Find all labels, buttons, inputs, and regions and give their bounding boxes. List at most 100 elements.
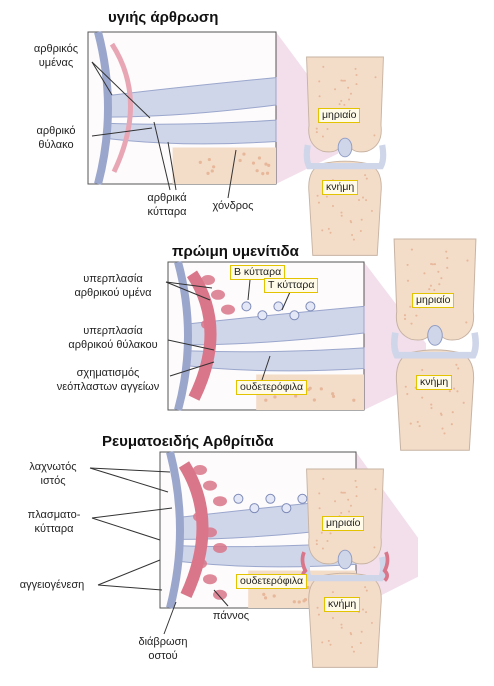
- bone-speckle: [351, 234, 353, 236]
- bone-speckle: [327, 540, 329, 542]
- bone-speckle: [430, 285, 432, 287]
- bone-speckle: [441, 427, 443, 429]
- bone-speckle: [404, 314, 406, 316]
- bone-speckle: [316, 128, 318, 130]
- bone-speckle: [319, 507, 321, 509]
- bone-speckle: [321, 641, 323, 643]
- bone-speckle: [466, 260, 468, 262]
- bone-speckle: [421, 397, 423, 399]
- bone-speckle: [239, 159, 242, 162]
- bone-speckle: [258, 156, 261, 159]
- bone-speckle: [340, 624, 342, 626]
- immune-cell: [282, 504, 291, 513]
- label-synovium-hyperplasia: υπερπλασία αρθρικού υμένα: [60, 272, 166, 300]
- immune-cell: [242, 302, 251, 311]
- bone-speckle: [317, 607, 319, 609]
- bone-speckle: [407, 280, 409, 282]
- label-capsule-hyperplasia: υπερπλασία αρθρικού θύλακου: [58, 324, 168, 352]
- bone-speckle: [355, 68, 357, 70]
- bone-speckle: [419, 425, 421, 427]
- bone-speckle: [334, 88, 336, 90]
- immune-cell: [250, 504, 259, 513]
- bone-speckle: [463, 402, 465, 404]
- bone-speckle: [316, 540, 318, 542]
- bone-speckle: [340, 212, 342, 214]
- immune-cell: [298, 494, 307, 503]
- bone-speckle: [371, 622, 373, 624]
- tibia-bone: [396, 350, 473, 450]
- bone-speckle: [404, 318, 406, 320]
- bone-speckle: [350, 221, 352, 223]
- bone-speckle: [252, 162, 255, 165]
- bone-speckle: [341, 627, 343, 629]
- label-tibia: κνήμη: [416, 375, 452, 390]
- bone-speckle: [457, 367, 459, 369]
- bone-speckle: [365, 611, 367, 613]
- bone-speckle: [347, 499, 349, 501]
- bone-speckle: [328, 640, 330, 642]
- bone-speckle: [316, 131, 318, 133]
- bone-speckle: [264, 399, 267, 402]
- label-bone-erosion: διάβρωση οστού: [130, 635, 196, 663]
- bone-speckle: [321, 229, 323, 231]
- bone-speckle: [356, 495, 358, 497]
- bone-speckle: [199, 161, 202, 164]
- bone-speckle: [319, 95, 321, 97]
- immune-cell: [258, 311, 267, 320]
- bone-speckle: [302, 599, 305, 602]
- bone-speckle: [293, 600, 296, 603]
- bone-speckle: [410, 423, 412, 425]
- bone-speckle: [344, 492, 346, 494]
- bone-speckle: [298, 600, 301, 603]
- bone-speckle: [356, 486, 358, 488]
- bone-speckle: [318, 202, 320, 204]
- bone-speckle: [362, 609, 364, 611]
- bone-speckle: [451, 423, 453, 425]
- bone-speckle: [410, 323, 412, 325]
- label-tibia: κνήμη: [324, 597, 360, 612]
- cruciate-ligament: [338, 550, 352, 569]
- bone-speckle: [373, 546, 375, 548]
- bone-speckle: [361, 219, 363, 221]
- bone-speckle: [440, 277, 442, 279]
- cruciate-ligament: [338, 138, 352, 157]
- bone-speckle: [264, 163, 267, 166]
- bone-speckle: [328, 228, 330, 230]
- bone-speckle: [340, 100, 342, 102]
- bone-speckle: [411, 249, 413, 251]
- bone-speckle: [362, 197, 364, 199]
- bone-speckle: [273, 594, 276, 597]
- bone-speckle: [322, 66, 324, 68]
- bone-speckle: [212, 165, 215, 168]
- bone-speckle: [344, 80, 346, 82]
- bone-speckle: [358, 199, 360, 201]
- bone-region: [173, 148, 276, 184]
- bone-speckle: [343, 104, 345, 106]
- immune-cell: [306, 302, 315, 311]
- tibia-bone: [309, 573, 382, 667]
- bone-speckle: [347, 87, 349, 89]
- bone-speckle: [307, 388, 310, 391]
- bone-speckle: [428, 288, 430, 290]
- bone-speckle: [452, 411, 454, 413]
- villous-tissue: [201, 275, 215, 285]
- bone-speckle: [406, 393, 408, 395]
- bone-speckle: [332, 205, 334, 207]
- bone-speckle: [364, 586, 366, 588]
- bone-speckle: [366, 590, 368, 592]
- bone-speckle: [356, 74, 358, 76]
- bone-speckle: [321, 532, 323, 534]
- bone-speckle: [211, 169, 214, 172]
- bone-speckle: [326, 196, 328, 198]
- bone-speckle: [407, 264, 409, 266]
- leader-line: [92, 518, 160, 540]
- bone-speckle: [348, 510, 350, 512]
- bone-speckle: [365, 199, 367, 201]
- title-healthy-joint: υγιής άρθρωση: [108, 9, 218, 26]
- bone-speckle: [371, 210, 373, 212]
- villous-tissue: [203, 574, 217, 584]
- villous-tissue: [211, 290, 225, 300]
- bone-speckle: [267, 164, 270, 167]
- villous-tissue: [201, 319, 215, 329]
